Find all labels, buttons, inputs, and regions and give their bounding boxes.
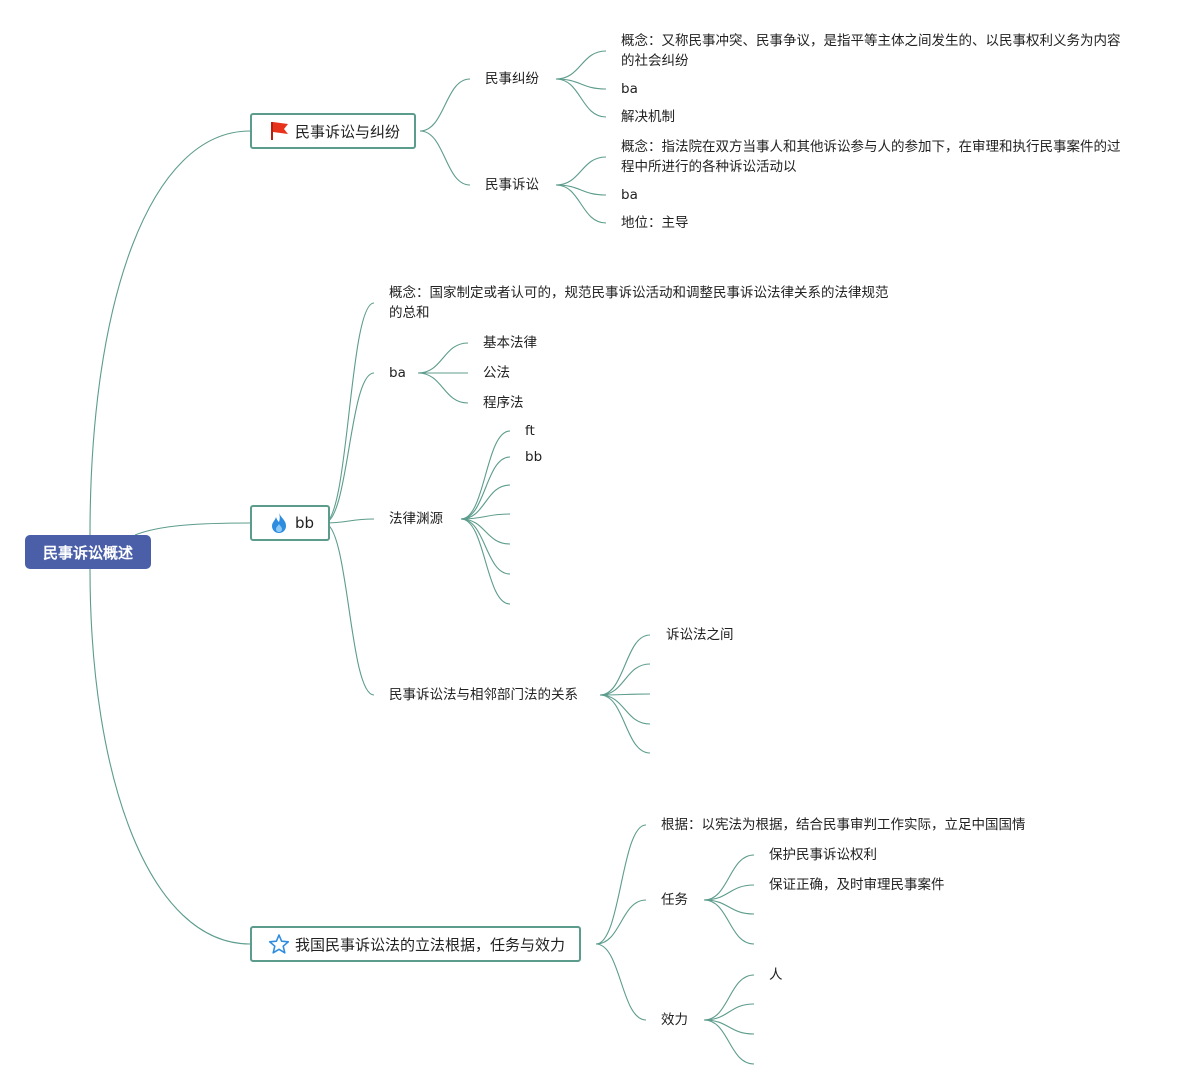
branch-label: bb xyxy=(295,514,315,532)
root-label: 民事诉讼概述 xyxy=(42,543,133,562)
node-effect[interactable]: 效力 xyxy=(661,1012,688,1028)
node-litigation-concept[interactable]: 概念：指法院在双方当事人和其他诉讼参与人的参加下，在审理和执行民事案件的过程中所… xyxy=(621,139,1121,175)
link-root-branch1 xyxy=(89,130,251,536)
node-dispute-ba[interactable]: ba xyxy=(621,81,638,97)
branch-legislative-basis-tasks-effect[interactable]: 我国民事诉讼法的立法根据，任务与效力 xyxy=(250,926,582,962)
link-root-branch3 xyxy=(89,568,251,945)
link-b3-tasks xyxy=(595,899,647,945)
branch-label: 民事诉讼与纠纷 xyxy=(295,122,401,141)
node-basic-law[interactable]: 基本法律 xyxy=(483,335,537,351)
node-tasks[interactable]: 任务 xyxy=(661,892,688,908)
link-b3-basis xyxy=(595,824,647,945)
link-effect-item-3 xyxy=(703,1019,755,1065)
link-source-item-2 xyxy=(460,484,511,520)
link-relation-item-2 xyxy=(599,693,651,696)
fire-icon xyxy=(268,512,290,534)
link-task-item-3 xyxy=(703,899,755,945)
link-effect-item-1 xyxy=(703,1003,755,1021)
branch-civil-litigation-and-disputes[interactable]: 民事诉讼与纠纷 xyxy=(250,113,417,149)
link-task-item-1 xyxy=(703,884,755,901)
node-ba[interactable]: ba xyxy=(389,365,406,381)
node-between-procedural-laws[interactable]: 诉讼法之间 xyxy=(666,627,734,643)
link-dispute-mechanism xyxy=(555,78,607,118)
link-b3-effect xyxy=(595,943,647,1021)
link-effect-item-0 xyxy=(703,974,755,1021)
link-effect-item-2 xyxy=(703,1019,755,1035)
node-litigation-ba[interactable]: ba xyxy=(621,187,638,203)
node-basis[interactable]: 根据：以宪法为根据，结合民事审判工作实际，立足中国国情 xyxy=(661,817,1026,833)
link-relation-item-1 xyxy=(599,663,651,696)
node-related-law-relations[interactable]: 民事诉讼法与相邻部门法的关系 xyxy=(389,687,578,703)
link-dispute-concept xyxy=(555,50,607,80)
root-node[interactable]: 民事诉讼概述 xyxy=(25,535,151,569)
node-source-bb[interactable]: bb xyxy=(525,449,543,465)
node-dispute-concept[interactable]: 概念：又称民事冲突、民事争议，是指平等主体之间发生的、以民事权利义务为内容的社会… xyxy=(621,33,1121,69)
branch-bb[interactable]: bb xyxy=(250,505,331,541)
link-source-item-0 xyxy=(460,430,511,520)
link-dispute-ba xyxy=(555,78,607,90)
link-relation-item-0 xyxy=(599,634,651,696)
node-law-concept[interactable]: 概念：国家制定或者认可的，规范民事诉讼活动和调整民事诉讼法律关系的法律规范的总和 xyxy=(389,285,889,321)
link-b2-ba xyxy=(323,372,375,524)
node-source-ft[interactable]: ft xyxy=(525,423,535,439)
link-source-item-4 xyxy=(460,518,511,545)
node-civil-litigation[interactable]: 民事诉讼 xyxy=(485,177,539,193)
node-task-ensure-correct-trial[interactable]: 保证正确，及时审理民事案件 xyxy=(769,877,945,893)
link-litigation-concept xyxy=(555,156,607,186)
node-task-protect-rights[interactable]: 保护民事诉讼权利 xyxy=(769,847,877,863)
branch-label: 我国民事诉讼法的立法根据，任务与效力 xyxy=(295,935,566,954)
link-relation-item-3 xyxy=(599,694,651,725)
link-relation-item-4 xyxy=(599,694,651,754)
link-source-item-5 xyxy=(460,518,511,575)
red-flag-icon xyxy=(268,120,290,142)
link-root-branch2 xyxy=(134,522,251,536)
link-litigation-status xyxy=(555,184,607,224)
node-civil-dispute[interactable]: 民事纠纷 xyxy=(485,71,539,87)
link-litigation-ba xyxy=(555,184,607,196)
link-ba-item-0 xyxy=(417,342,469,374)
node-legal-sources[interactable]: 法律渊源 xyxy=(389,511,443,527)
node-procedural-law[interactable]: 程序法 xyxy=(483,395,524,411)
link-b2-sources xyxy=(323,518,375,524)
link-task-item-2 xyxy=(703,899,755,915)
link-source-item-1 xyxy=(460,456,511,520)
node-public-law[interactable]: 公法 xyxy=(483,365,510,381)
link-b1-litigation xyxy=(419,130,471,186)
link-source-item-3 xyxy=(460,513,511,520)
link-task-item-0 xyxy=(703,854,755,901)
node-litigation-status[interactable]: 地位：主导 xyxy=(621,215,689,231)
node-dispute-mechanism[interactable]: 解决机制 xyxy=(621,109,675,125)
node-effect-person[interactable]: 人 xyxy=(769,967,783,983)
star-icon xyxy=(268,933,290,955)
link-b2-relations xyxy=(323,522,375,696)
link-b1-dispute xyxy=(419,78,471,132)
link-ba-item-2 xyxy=(417,372,469,404)
link-source-item-6 xyxy=(460,518,511,605)
link-b2-concept xyxy=(323,302,375,524)
